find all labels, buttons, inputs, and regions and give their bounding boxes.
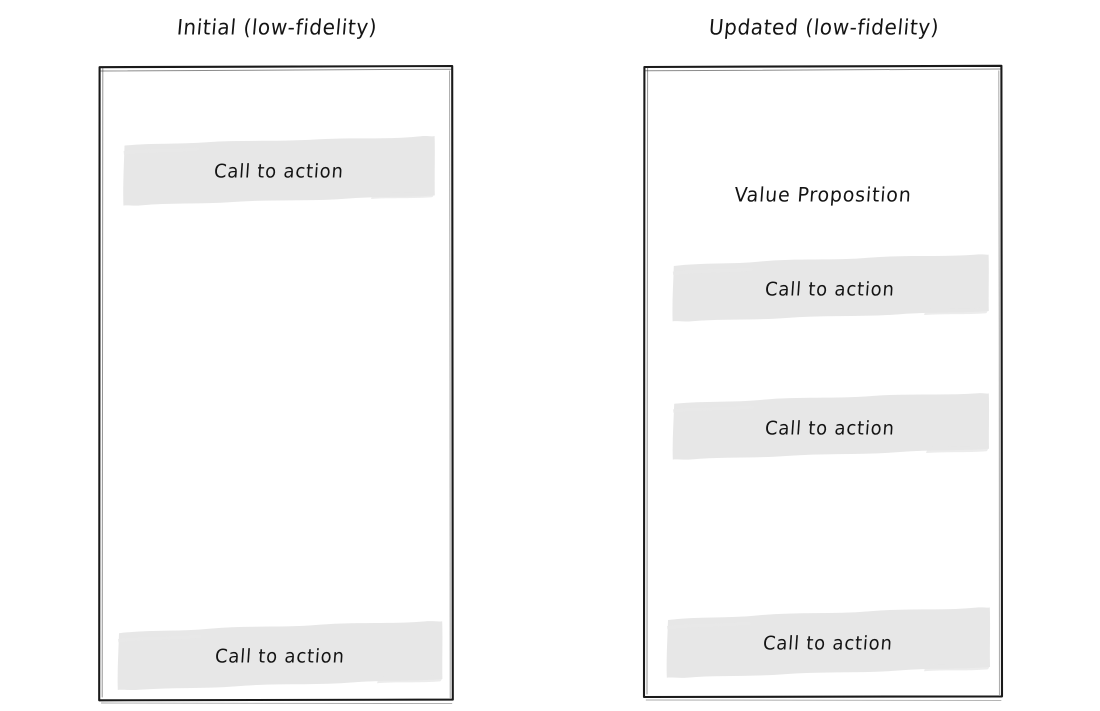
frame-updated-content: Value Proposition Call to action Call to…: [644, 67, 1002, 697]
panel-title-updated: Updated (low-fidelity): [707, 14, 941, 40]
value-proposition-text: Value Proposition: [733, 183, 913, 207]
wireframe-frame-updated: Value Proposition Call to action Call to…: [642, 64, 1004, 701]
cta-button-label: Call to action: [764, 416, 896, 440]
cta-button-label: Call to action: [762, 631, 894, 655]
panel-title-initial: Initial (low-fidelity): [175, 14, 379, 40]
wireframe-frame-initial: Call to action Call to action: [97, 64, 454, 705]
cta-button-label: Call to action: [764, 277, 896, 301]
cta-button-updated-1[interactable]: Call to action: [670, 253, 990, 325]
cta-button-initial-bottom[interactable]: Call to action: [115, 619, 445, 693]
cta-button-label: Call to action: [212, 159, 345, 183]
cta-button-initial-top[interactable]: Call to action: [121, 133, 436, 209]
frame-initial-content: Call to action Call to action: [99, 67, 453, 700]
cta-button-label: Call to action: [214, 644, 346, 668]
cta-button-updated-2[interactable]: Call to action: [670, 392, 990, 464]
cta-button-updated-3[interactable]: Call to action: [664, 605, 992, 681]
